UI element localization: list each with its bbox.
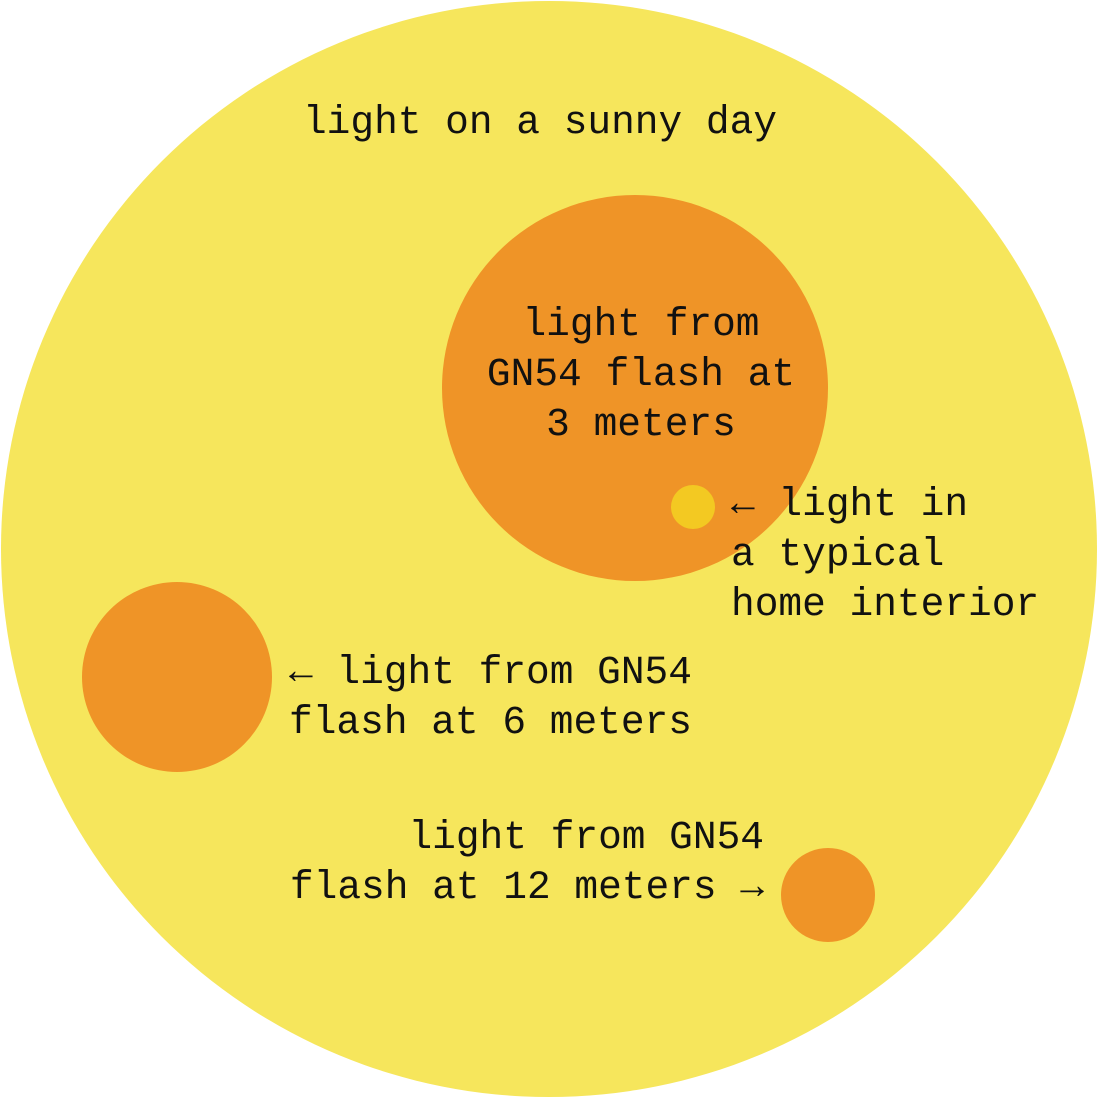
interior-label-2: a typical: [731, 532, 944, 577]
flash-12m-label-2: flash at 12 meters →: [290, 865, 764, 910]
flash-6m-label-2: flash at 6 meters: [289, 700, 692, 745]
interior-label-1: ← light in: [731, 482, 968, 527]
flash-6m-circle: [82, 582, 272, 772]
interior-label-3: home interior: [731, 582, 1039, 627]
flash-3m-label-2: GN54 flash at: [487, 352, 795, 397]
flash-6m-label-1: ← light from GN54: [289, 650, 692, 695]
interior-circle: [671, 485, 715, 529]
flash-3m-label-3: 3 meters: [546, 402, 736, 447]
flash-12m-circle: [781, 848, 875, 942]
flash-3m-circle: [442, 195, 828, 581]
sunny-day-label: light on a sunny day: [303, 100, 777, 145]
flash-12m-label-1: light from GN54: [408, 815, 764, 860]
flash-3m-label-1: light from: [522, 302, 759, 347]
